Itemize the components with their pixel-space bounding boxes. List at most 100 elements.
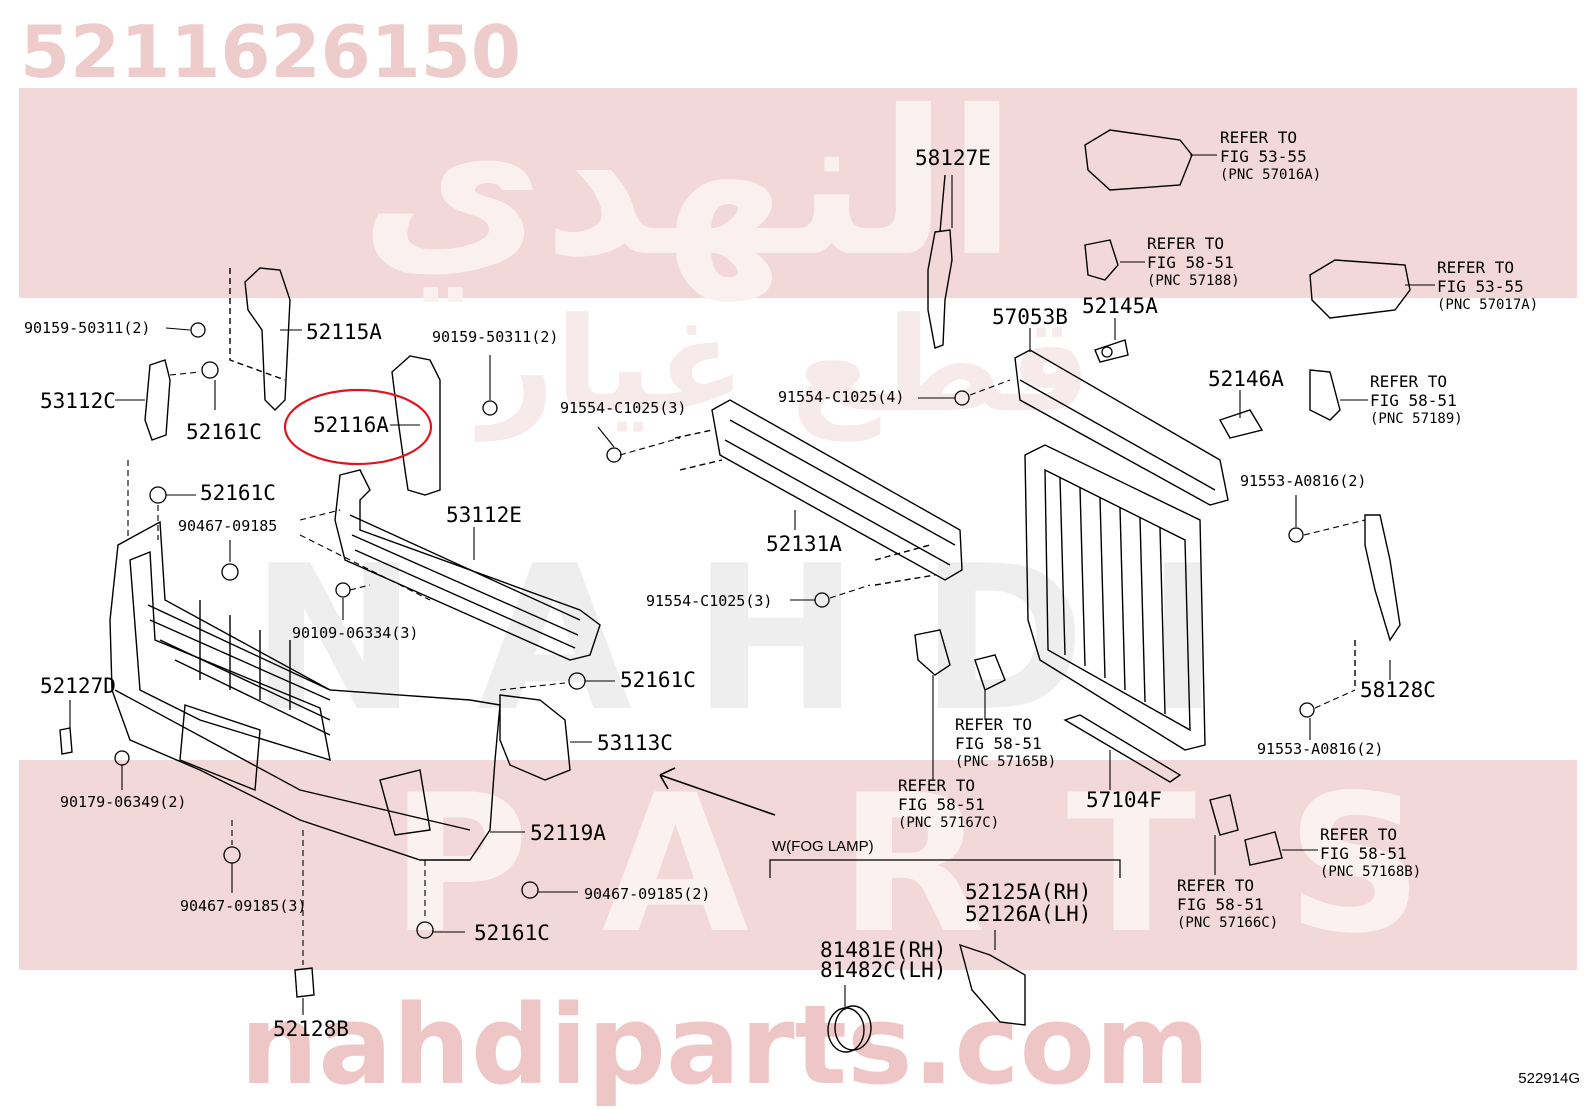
highlight-ellipse <box>283 388 433 466</box>
retainer-52127d-drawing <box>59 727 73 755</box>
refer-fig: FIG 53-55 <box>1437 277 1524 296</box>
part-label-53113c[interactable]: 53113C <box>597 731 673 755</box>
part-label-52128b[interactable]: 52128B <box>273 1017 349 1041</box>
refer-pnc: (PNC 57188) <box>1147 273 1240 289</box>
refer-note-57188[interactable]: REFER TO FIG 58-51 (PNC 57188) <box>1147 234 1240 291</box>
support-58128c-drawing <box>1364 514 1401 642</box>
fog-lamp-group-label: W(FOG LAMP) <box>772 838 874 855</box>
part-label-90467-09185-3[interactable]: 90467-09185(3) <box>180 897 307 915</box>
part-label-53112e[interactable]: 53112E <box>446 503 522 527</box>
refer-note-57016a[interactable]: REFER TO FIG 53-55 (PNC 57016A) <box>1220 128 1321 185</box>
part-label-57104f[interactable]: 57104F <box>1086 788 1162 812</box>
part-label-52119a[interactable]: 52119A <box>530 821 606 845</box>
bracket-52145a-drawing <box>1094 339 1129 363</box>
part-label-52161c-right[interactable]: 52161C <box>620 668 696 692</box>
refer-line: REFER TO <box>955 715 1033 734</box>
direction-arrow <box>659 767 776 816</box>
refer-line: REFER TO <box>1437 258 1515 277</box>
refer-note-57189[interactable]: REFER TO FIG 58-51 (PNC 57189) <box>1370 372 1463 429</box>
part-label-52161c-upper[interactable]: 52161C <box>186 420 262 444</box>
refer-pnc: (PNC 57166C) <box>1177 915 1279 931</box>
reinforcement-drawing <box>674 399 963 586</box>
part-label-52145a[interactable]: 52145A <box>1082 294 1158 318</box>
part-label-52146a[interactable]: 52146A <box>1208 367 1284 391</box>
part-label-52125a-rh[interactable]: 52125A(RH) <box>965 880 1092 904</box>
refer-pnc: (PNC 57189) <box>1370 411 1463 427</box>
part-label-91553-a0816-top[interactable]: 91553-A0816(2) <box>1240 472 1367 490</box>
fog-cover-drawing <box>958 943 1026 1026</box>
refer-line: REFER TO <box>1320 825 1398 844</box>
refer-note-57166c[interactable]: REFER TO FIG 58-51 (PNC 57166C) <box>1177 876 1278 933</box>
part-label-90467-09185[interactable]: 90467-09185 <box>178 517 278 535</box>
bracket-57166c-drawing <box>1209 794 1239 836</box>
bracket-57188-drawing <box>1084 239 1119 281</box>
refer-line: REFER TO <box>898 776 976 795</box>
part-label-52116a[interactable]: 52116A <box>313 413 389 437</box>
part-label-90109-06334[interactable]: 90109-06334(3) <box>292 624 419 642</box>
refer-pnc: (PNC 57165B) <box>955 754 1057 770</box>
part-label-52126a-lh[interactable]: 52126A(LH) <box>965 902 1092 926</box>
watermark-latin-mid: NAHDI <box>250 523 1280 756</box>
part-label-90159-50311-left[interactable]: 90159-50311(2) <box>24 319 151 337</box>
refer-fig: FIG 58-51 <box>898 795 985 814</box>
part-label-52127d[interactable]: 52127D <box>40 674 116 698</box>
refer-fig: FIG 58-51 <box>955 734 1042 753</box>
refer-fig: FIG 58-51 <box>1147 253 1234 272</box>
part-label-91554-c1025-bottom[interactable]: 91554-C1025(3) <box>646 592 773 610</box>
refer-pnc: (PNC 57167C) <box>898 815 1000 831</box>
part-label-90159-50311-right[interactable]: 90159-50311(2) <box>432 328 559 346</box>
bracket-52115a-drawing <box>229 267 291 411</box>
watermark-arabic-top: النهدي <box>360 68 1017 301</box>
fog-ring-drawing <box>827 1007 865 1053</box>
refer-line: REFER TO <box>1147 234 1225 253</box>
cover-53113c-drawing <box>499 694 571 781</box>
part-label-81481e-rh[interactable]: 81481E(RH) <box>820 938 947 962</box>
bracket-57189-drawing <box>1309 369 1341 421</box>
watermark-arabic-mid: قطع غيار <box>480 289 1092 441</box>
refer-note-57017a[interactable]: REFER TO FIG 53-55 (PNC 57017A) <box>1437 258 1538 315</box>
part-label-52161c-mid[interactable]: 52161C <box>200 481 276 505</box>
figure-code: 522914G <box>1518 1070 1580 1087</box>
part-label-57053b[interactable]: 57053B <box>992 305 1068 329</box>
cover-53112c-drawing <box>144 359 171 441</box>
assembly-dashed-lines <box>127 371 1366 965</box>
watermark-part-number: 5211626150 <box>20 10 521 94</box>
bracket-52116a-drawing <box>391 355 441 496</box>
radiator-drawing <box>1024 444 1206 751</box>
part-label-90467-09185-2[interactable]: 90467-09185(2) <box>584 885 711 903</box>
refer-note-57167c[interactable]: REFER TO FIG 58-51 (PNC 57167C) <box>898 776 999 833</box>
bumper-cover-drawing <box>109 520 501 861</box>
refer-note-57168b[interactable]: REFER TO FIG 58-51 (PNC 57168B) <box>1320 825 1421 882</box>
part-label-81482c-lh[interactable]: 81482C(LH) <box>820 958 947 982</box>
part-label-52131a[interactable]: 52131A <box>766 532 842 556</box>
duct-57016a-drawing <box>1084 129 1193 191</box>
leader-lines <box>69 154 1435 1015</box>
refer-line: REFER TO <box>1370 372 1448 391</box>
refer-fig: FIG 58-51 <box>1370 391 1457 410</box>
refer-pnc: (PNC 57168B) <box>1320 864 1422 880</box>
refer-pnc: (PNC 57017A) <box>1437 297 1539 313</box>
seal-57104f-drawing <box>1063 714 1182 783</box>
part-label-58127e[interactable]: 58127E <box>915 146 991 170</box>
watermark-band-top <box>19 88 1577 298</box>
part-label-91553-a0816-bottom[interactable]: 91553-A0816(2) <box>1257 740 1384 758</box>
refer-line: REFER TO <box>1220 128 1298 147</box>
refer-fig: FIG 53-55 <box>1220 147 1307 166</box>
refer-pnc: (PNC 57016A) <box>1220 167 1322 183</box>
refer-note-57165b[interactable]: REFER TO FIG 58-51 (PNC 57165B) <box>955 715 1056 772</box>
part-label-52115a[interactable]: 52115A <box>306 320 382 344</box>
part-label-52161c-lower[interactable]: 52161C <box>474 921 550 945</box>
part-label-58128c[interactable]: 58128C <box>1360 678 1436 702</box>
bracket-57168b-drawing <box>1244 831 1283 866</box>
part-label-91554-c1025-top[interactable]: 91554-C1025(4) <box>778 388 905 406</box>
refer-fig: FIG 58-51 <box>1177 895 1264 914</box>
part-label-90179-06349[interactable]: 90179-06349(2) <box>60 793 187 811</box>
refer-fig: FIG 58-51 <box>1320 844 1407 863</box>
fog-lamp-bracket-line <box>769 859 1121 878</box>
retainer-52128b-drawing <box>294 967 315 998</box>
part-label-53112c[interactable]: 53112C <box>40 389 116 413</box>
part-label-91554-c1025-left[interactable]: 91554-C1025(3) <box>560 399 687 417</box>
bracket-52146a-drawing <box>1218 409 1264 439</box>
